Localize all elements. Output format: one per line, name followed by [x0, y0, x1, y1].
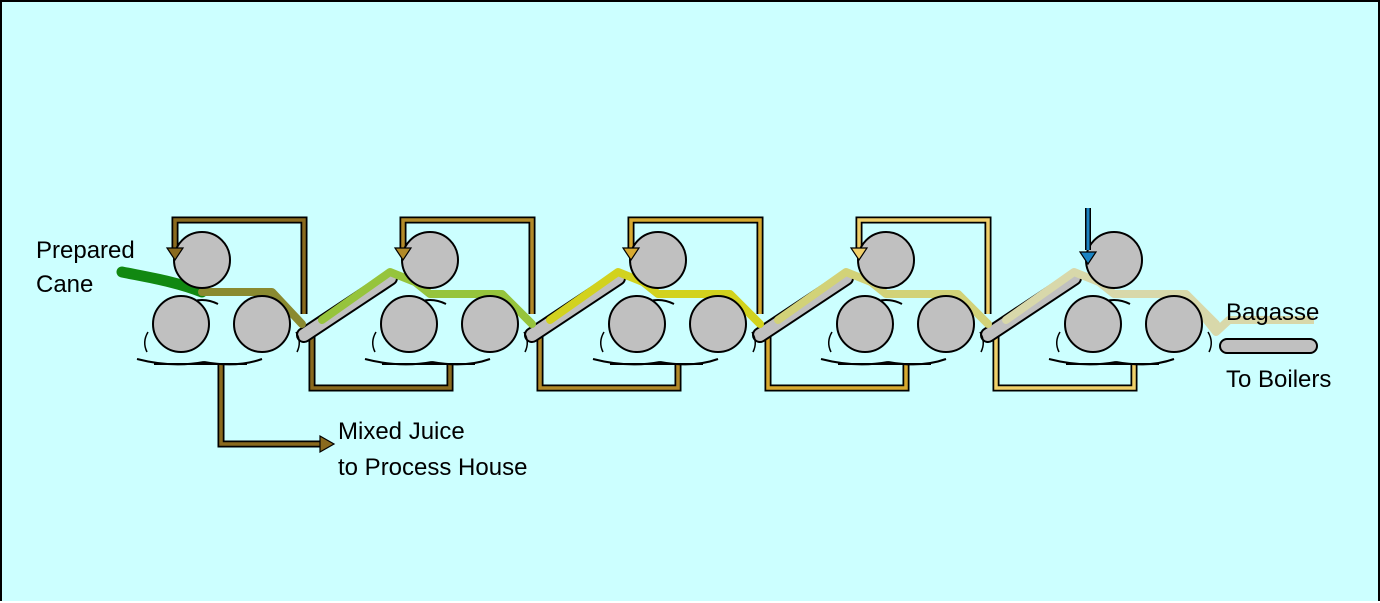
top-loop-4 — [857, 218, 990, 314]
top-loop-2 — [401, 218, 534, 314]
top-loop-1 — [173, 218, 306, 314]
mill-2-discharge-roller — [461, 295, 519, 353]
juice-recirculation-loops — [171, 216, 1138, 448]
mill-5-side-arc-right — [1207, 331, 1212, 353]
mill-4 — [820, 231, 984, 366]
mill-2-side-arc-left — [372, 331, 377, 353]
mill-3-side-arc-right — [751, 331, 756, 353]
mill-4-side-arc-left — [828, 331, 833, 353]
mill-1-discharge-roller — [233, 295, 291, 353]
mill-5-top-roller — [1085, 231, 1143, 289]
bagasse-conveyor — [1219, 338, 1318, 354]
mill-3 — [592, 231, 756, 366]
juice-feed-arrow-4 — [849, 247, 869, 262]
mill-2-side-arc-right — [523, 331, 528, 353]
mill-3-top-roller — [629, 231, 687, 289]
mill-2-top-roller — [401, 231, 459, 289]
juice-feed-arrow-1 — [165, 247, 185, 262]
mill-5-feed-roller — [1064, 295, 1122, 353]
mill-1-side-arc-right — [295, 331, 300, 353]
mill-4-top-roller — [857, 231, 915, 289]
mill-1 — [136, 231, 300, 366]
bagasse-label: Bagasse — [1226, 299, 1319, 326]
blanket-segment-1 — [198, 288, 306, 328]
mill-4-discharge-roller — [917, 295, 975, 353]
prepared-cane-label-line2: Cane — [36, 271, 93, 298]
mill-1-feed-roller — [152, 295, 210, 353]
top-loop-3 — [629, 218, 762, 314]
mixed-juice-arrow — [319, 434, 336, 454]
mill-4-feed-roller — [836, 295, 894, 353]
mill-3-feed-roller — [608, 295, 666, 353]
bottom-loop-4 — [994, 332, 1136, 390]
bottom-loop-3 — [766, 332, 908, 390]
to-boilers-label: To Boilers — [1226, 366, 1331, 393]
bottom-loop-1 — [310, 332, 452, 390]
bottom-loop-2 — [538, 332, 680, 390]
juice-feed-arrow-3 — [621, 247, 641, 262]
mill-5 — [1048, 231, 1212, 366]
mill-2 — [364, 231, 528, 366]
mill-units — [136, 231, 1212, 366]
mixed-juice-line — [219, 364, 320, 446]
prepared-cane-label-line1: Prepared — [36, 237, 135, 264]
mill-4-side-arc-right — [979, 331, 984, 353]
mixed-juice-label-line2: to Process House — [338, 454, 527, 481]
mill-5-discharge-roller — [1145, 295, 1203, 353]
mill-2-feed-roller — [380, 295, 438, 353]
imbibition-water-arrow — [1078, 251, 1098, 266]
flow-arrows — [165, 208, 1098, 454]
mill-3-discharge-roller — [689, 295, 747, 353]
mill-1-side-arc-left — [144, 331, 149, 353]
prepared-cane-feed — [116, 266, 208, 298]
mixed-juice-label-line1: Mixed Juice — [338, 418, 465, 445]
mill-5-side-arc-left — [1056, 331, 1061, 353]
juice-feed-arrow-2 — [393, 247, 413, 262]
mill-3-side-arc-left — [600, 331, 605, 353]
blanket-tail — [1182, 291, 1314, 336]
mill-1-top-roller — [173, 231, 231, 289]
